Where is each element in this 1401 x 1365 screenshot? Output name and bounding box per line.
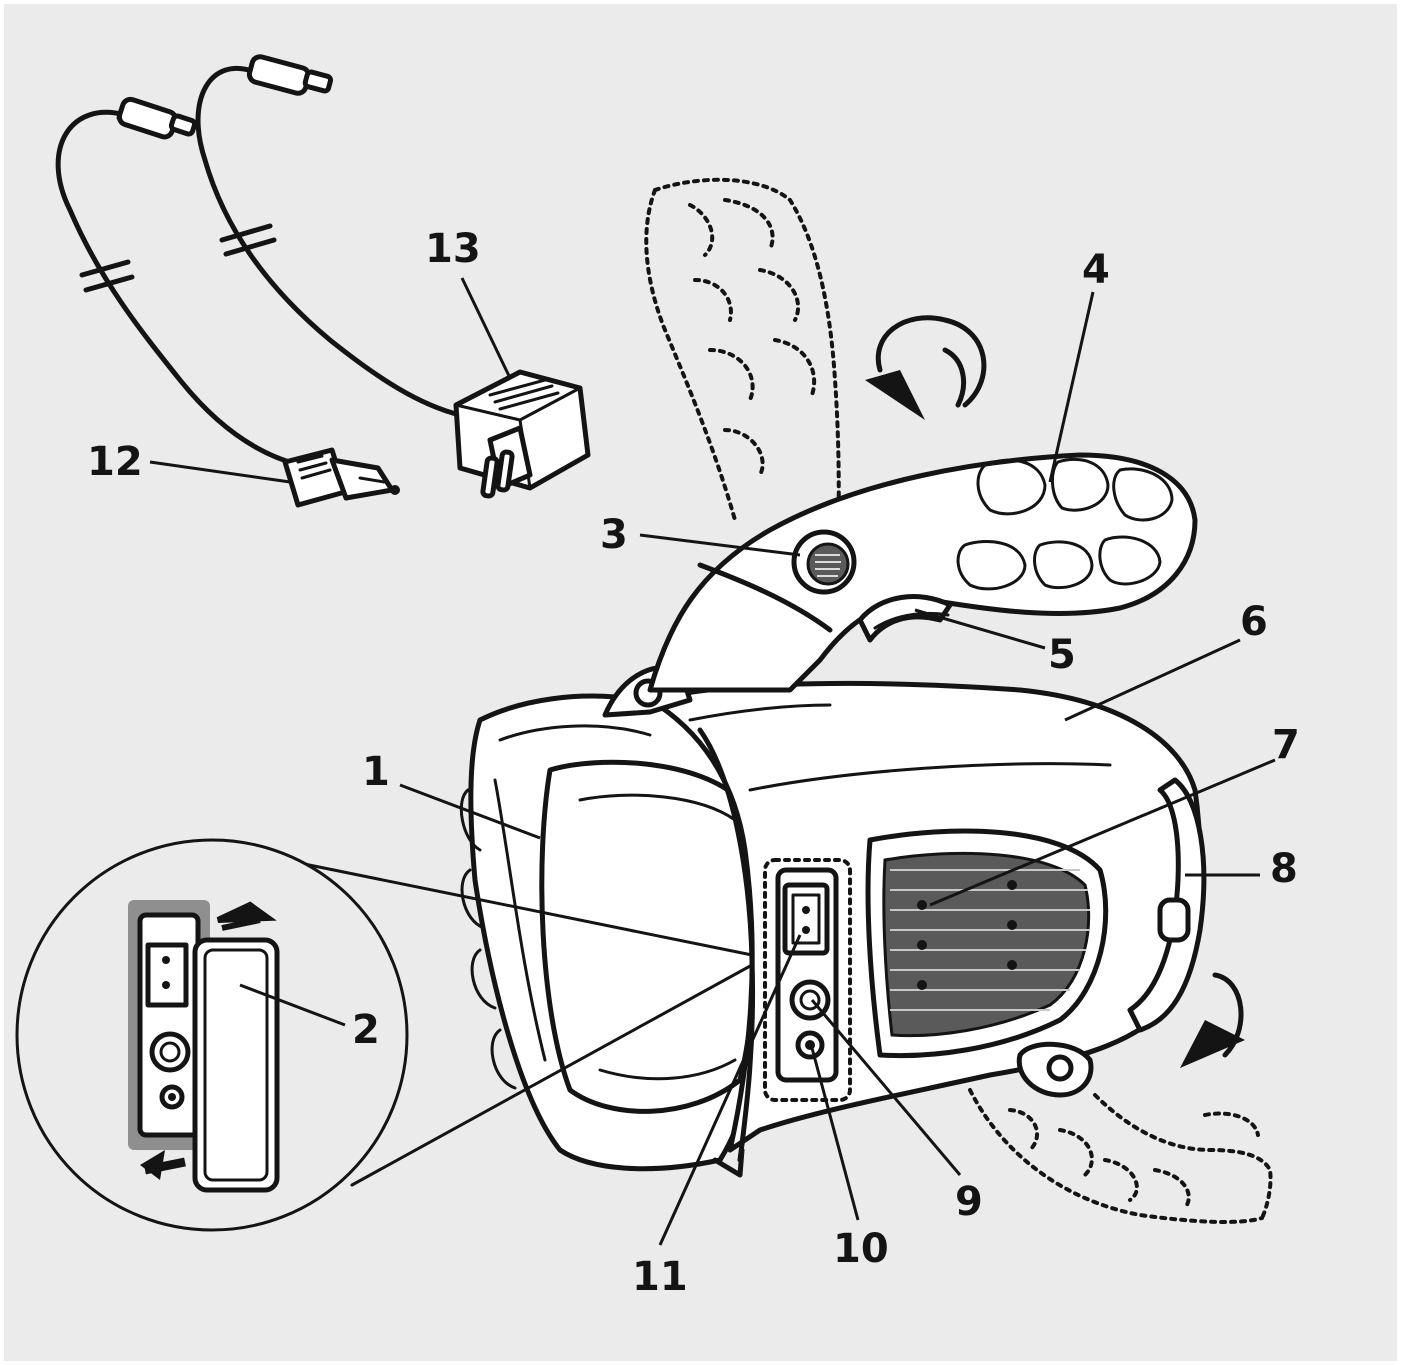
callout-9: 9 xyxy=(955,1179,983,1225)
callout-5: 5 xyxy=(1048,632,1076,678)
callout-labels: 1 2 3 4 5 6 7 8 9 10 11 12 13 xyxy=(87,226,1300,1300)
detail-view-circle xyxy=(15,838,754,1232)
leader-lines xyxy=(149,277,1276,1246)
dc-jack-plug-2 xyxy=(246,54,334,96)
mains-adapter xyxy=(453,369,591,499)
callout-3: 3 xyxy=(600,512,628,558)
control-panel xyxy=(763,858,852,1102)
dc-jack-plug-1 xyxy=(116,96,198,140)
callout-1: 1 xyxy=(362,749,390,795)
vent-grille xyxy=(865,828,1109,1059)
spotlight-body xyxy=(459,664,1207,1178)
callout-12: 12 xyxy=(87,439,143,485)
callout-7: 7 xyxy=(1272,722,1300,768)
callout-2: 2 xyxy=(352,1007,380,1053)
handle xyxy=(647,452,1198,693)
callout-8: 8 xyxy=(1270,846,1298,892)
car-lighter-plug xyxy=(282,447,400,508)
handle-alternate-position-top xyxy=(644,177,841,642)
callout-6: 6 xyxy=(1240,599,1268,645)
callout-13: 13 xyxy=(425,226,481,272)
callout-10: 10 xyxy=(833,1226,889,1272)
callout-4: 4 xyxy=(1082,247,1110,293)
rotate-arrow-upper xyxy=(865,315,987,420)
handle-alternate-position-bottom xyxy=(968,1088,1273,1224)
charger-cables xyxy=(55,54,463,468)
callout-11: 11 xyxy=(632,1254,688,1300)
rotate-arrow-lower xyxy=(1180,972,1245,1068)
